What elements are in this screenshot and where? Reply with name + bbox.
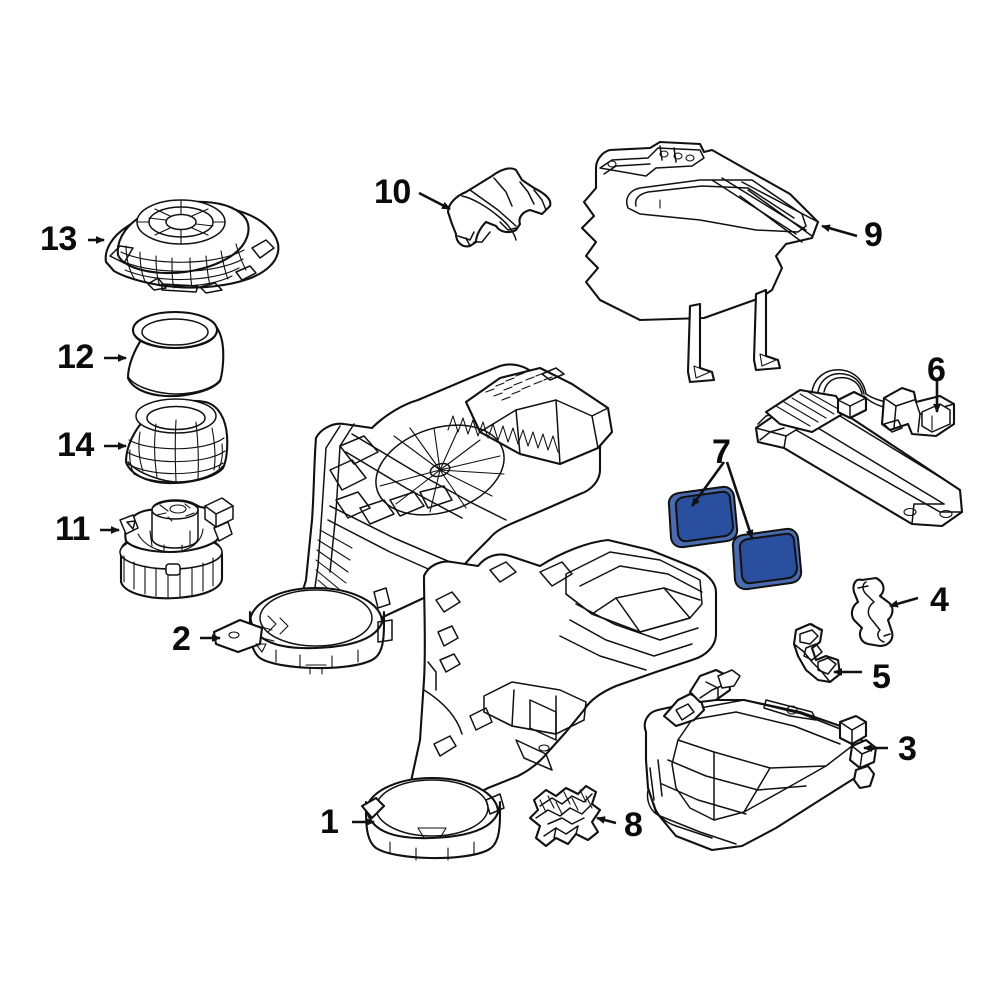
leader-9 xyxy=(821,224,858,238)
callout-number-12[interactable]: 12 xyxy=(57,338,94,376)
callout-number-2[interactable]: 2 xyxy=(172,620,191,658)
part-4-retaining-clip xyxy=(850,576,894,648)
callout-number-8[interactable]: 8 xyxy=(624,806,643,844)
leader-7-b xyxy=(725,461,754,539)
part-3-heater-core xyxy=(643,668,878,852)
callout-number-1[interactable]: 1 xyxy=(320,803,339,841)
leader-4 xyxy=(889,596,919,608)
callout-number-5[interactable]: 5 xyxy=(872,658,891,696)
leader-lines xyxy=(88,191,941,826)
part-6-wiring-harness-connector xyxy=(754,369,964,528)
callout-number-7[interactable]: 7 xyxy=(712,433,731,471)
part-7-evaporator-core-seal-upper xyxy=(667,485,739,549)
leader-7-a xyxy=(690,461,726,507)
part-13-blower-wheel-cage-upper xyxy=(104,199,280,294)
part-10-air-distribution-duct xyxy=(446,167,552,248)
callout-number-10[interactable]: 10 xyxy=(374,173,411,211)
part-5-mounting-bracket xyxy=(792,622,842,684)
callout-number-13[interactable]: 13 xyxy=(40,220,77,258)
part-11-blower-motor xyxy=(119,497,234,600)
part-2-upper-blower-housing xyxy=(212,363,614,675)
callout-number-6[interactable]: 6 xyxy=(927,351,946,389)
part-14-blower-wheel-cage-lower xyxy=(124,398,229,485)
part-1-lower-blower-housing xyxy=(360,538,718,861)
leader-8 xyxy=(596,816,617,825)
callout-number-4[interactable]: 4 xyxy=(930,581,949,619)
part-8-blower-motor-resistor xyxy=(528,784,602,848)
callout-number-14[interactable]: 14 xyxy=(57,426,94,464)
callout-number-3[interactable]: 3 xyxy=(898,730,917,768)
callout-number-9[interactable]: 9 xyxy=(864,216,883,254)
part-7-evaporator-core-seal-lower xyxy=(731,527,803,591)
leader-10 xyxy=(418,191,451,211)
part-12-blower-motor-seal xyxy=(126,310,225,398)
part-9-evaporator-cover-panel xyxy=(580,140,820,384)
callout-number-11[interactable]: 11 xyxy=(55,510,90,548)
